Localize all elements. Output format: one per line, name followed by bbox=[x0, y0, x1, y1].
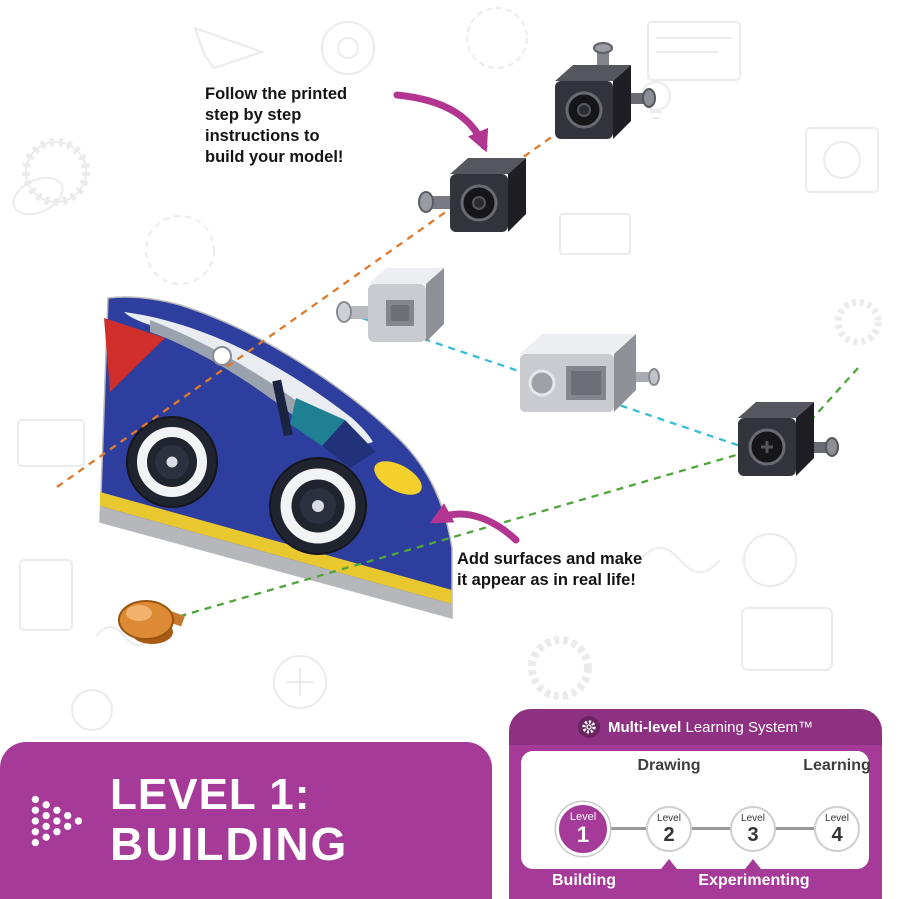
connector-block-silver-long bbox=[520, 334, 660, 412]
surfaces-note: Add surfaces and make it appear as in re… bbox=[457, 550, 643, 590]
level-1-node: Level 1 bbox=[556, 802, 610, 856]
level-2-node: Level 2 bbox=[646, 806, 692, 852]
arrow-to-connector-block bbox=[393, 91, 489, 153]
notch-under-level-3 bbox=[745, 859, 761, 869]
label-learning: Learning bbox=[803, 757, 871, 774]
banner-title: LEVEL 1: BUILDING bbox=[110, 770, 349, 871]
label-drawing: Drawing bbox=[637, 757, 701, 774]
car-panel bbox=[99, 296, 453, 619]
level-word: Level bbox=[569, 811, 597, 823]
connector-block-silver-short bbox=[336, 268, 444, 342]
level-3-node: Level 3 bbox=[730, 806, 776, 852]
level-word: Level bbox=[825, 812, 849, 824]
assembly-illustration bbox=[56, 42, 859, 644]
label-building: Building bbox=[552, 872, 616, 889]
connector-block-dark-top bbox=[555, 42, 656, 139]
levels-connector-line bbox=[583, 827, 837, 830]
car-wheel-rear bbox=[269, 457, 367, 555]
connector-block-dark-mid bbox=[418, 158, 526, 232]
car-red-accent bbox=[104, 318, 165, 392]
learning-system-title-rest: Learning System™ bbox=[681, 718, 814, 736]
level-number: 4 bbox=[831, 823, 843, 846]
chevron-dots-icon bbox=[31, 795, 83, 846]
car-headlight-dot bbox=[212, 346, 232, 366]
orange-rivet bbox=[118, 600, 185, 644]
arrow-to-car-panel bbox=[429, 503, 520, 544]
level-word: Level bbox=[657, 812, 681, 824]
instructions-note: Follow the printed step by step instruct… bbox=[205, 85, 348, 167]
connector-block-dark-right bbox=[738, 402, 839, 476]
learning-system-title: Multi-level Learning System™ bbox=[608, 719, 813, 736]
banner-title-line2: BUILDING bbox=[110, 818, 349, 871]
gear-icon bbox=[577, 716, 600, 738]
learning-system-header: Multi-level Learning System™ bbox=[509, 709, 882, 745]
level-number: 3 bbox=[747, 823, 759, 846]
notch-under-level-2 bbox=[661, 859, 677, 869]
level-number: 1 bbox=[576, 822, 590, 847]
level-4-node: Level 4 bbox=[814, 806, 860, 852]
learning-system-panel: Multi-level Learning System™ Drawing Lea… bbox=[509, 709, 882, 899]
level-banner: LEVEL 1: BUILDING bbox=[0, 742, 492, 899]
car-wheel-front bbox=[126, 416, 218, 508]
learning-system-title-bold: Multi-level bbox=[607, 718, 682, 736]
dashed-line-orange bbox=[56, 89, 619, 488]
level-number: 2 bbox=[663, 823, 675, 846]
level-word: Level bbox=[741, 812, 765, 824]
car-yellow-decal bbox=[374, 461, 422, 495]
label-experimenting: Experimenting bbox=[698, 872, 810, 889]
levels-track: Drawing Learning Level 1 Level 2 Level 3… bbox=[521, 751, 871, 869]
banner-title-line1: LEVEL 1: bbox=[110, 770, 311, 819]
